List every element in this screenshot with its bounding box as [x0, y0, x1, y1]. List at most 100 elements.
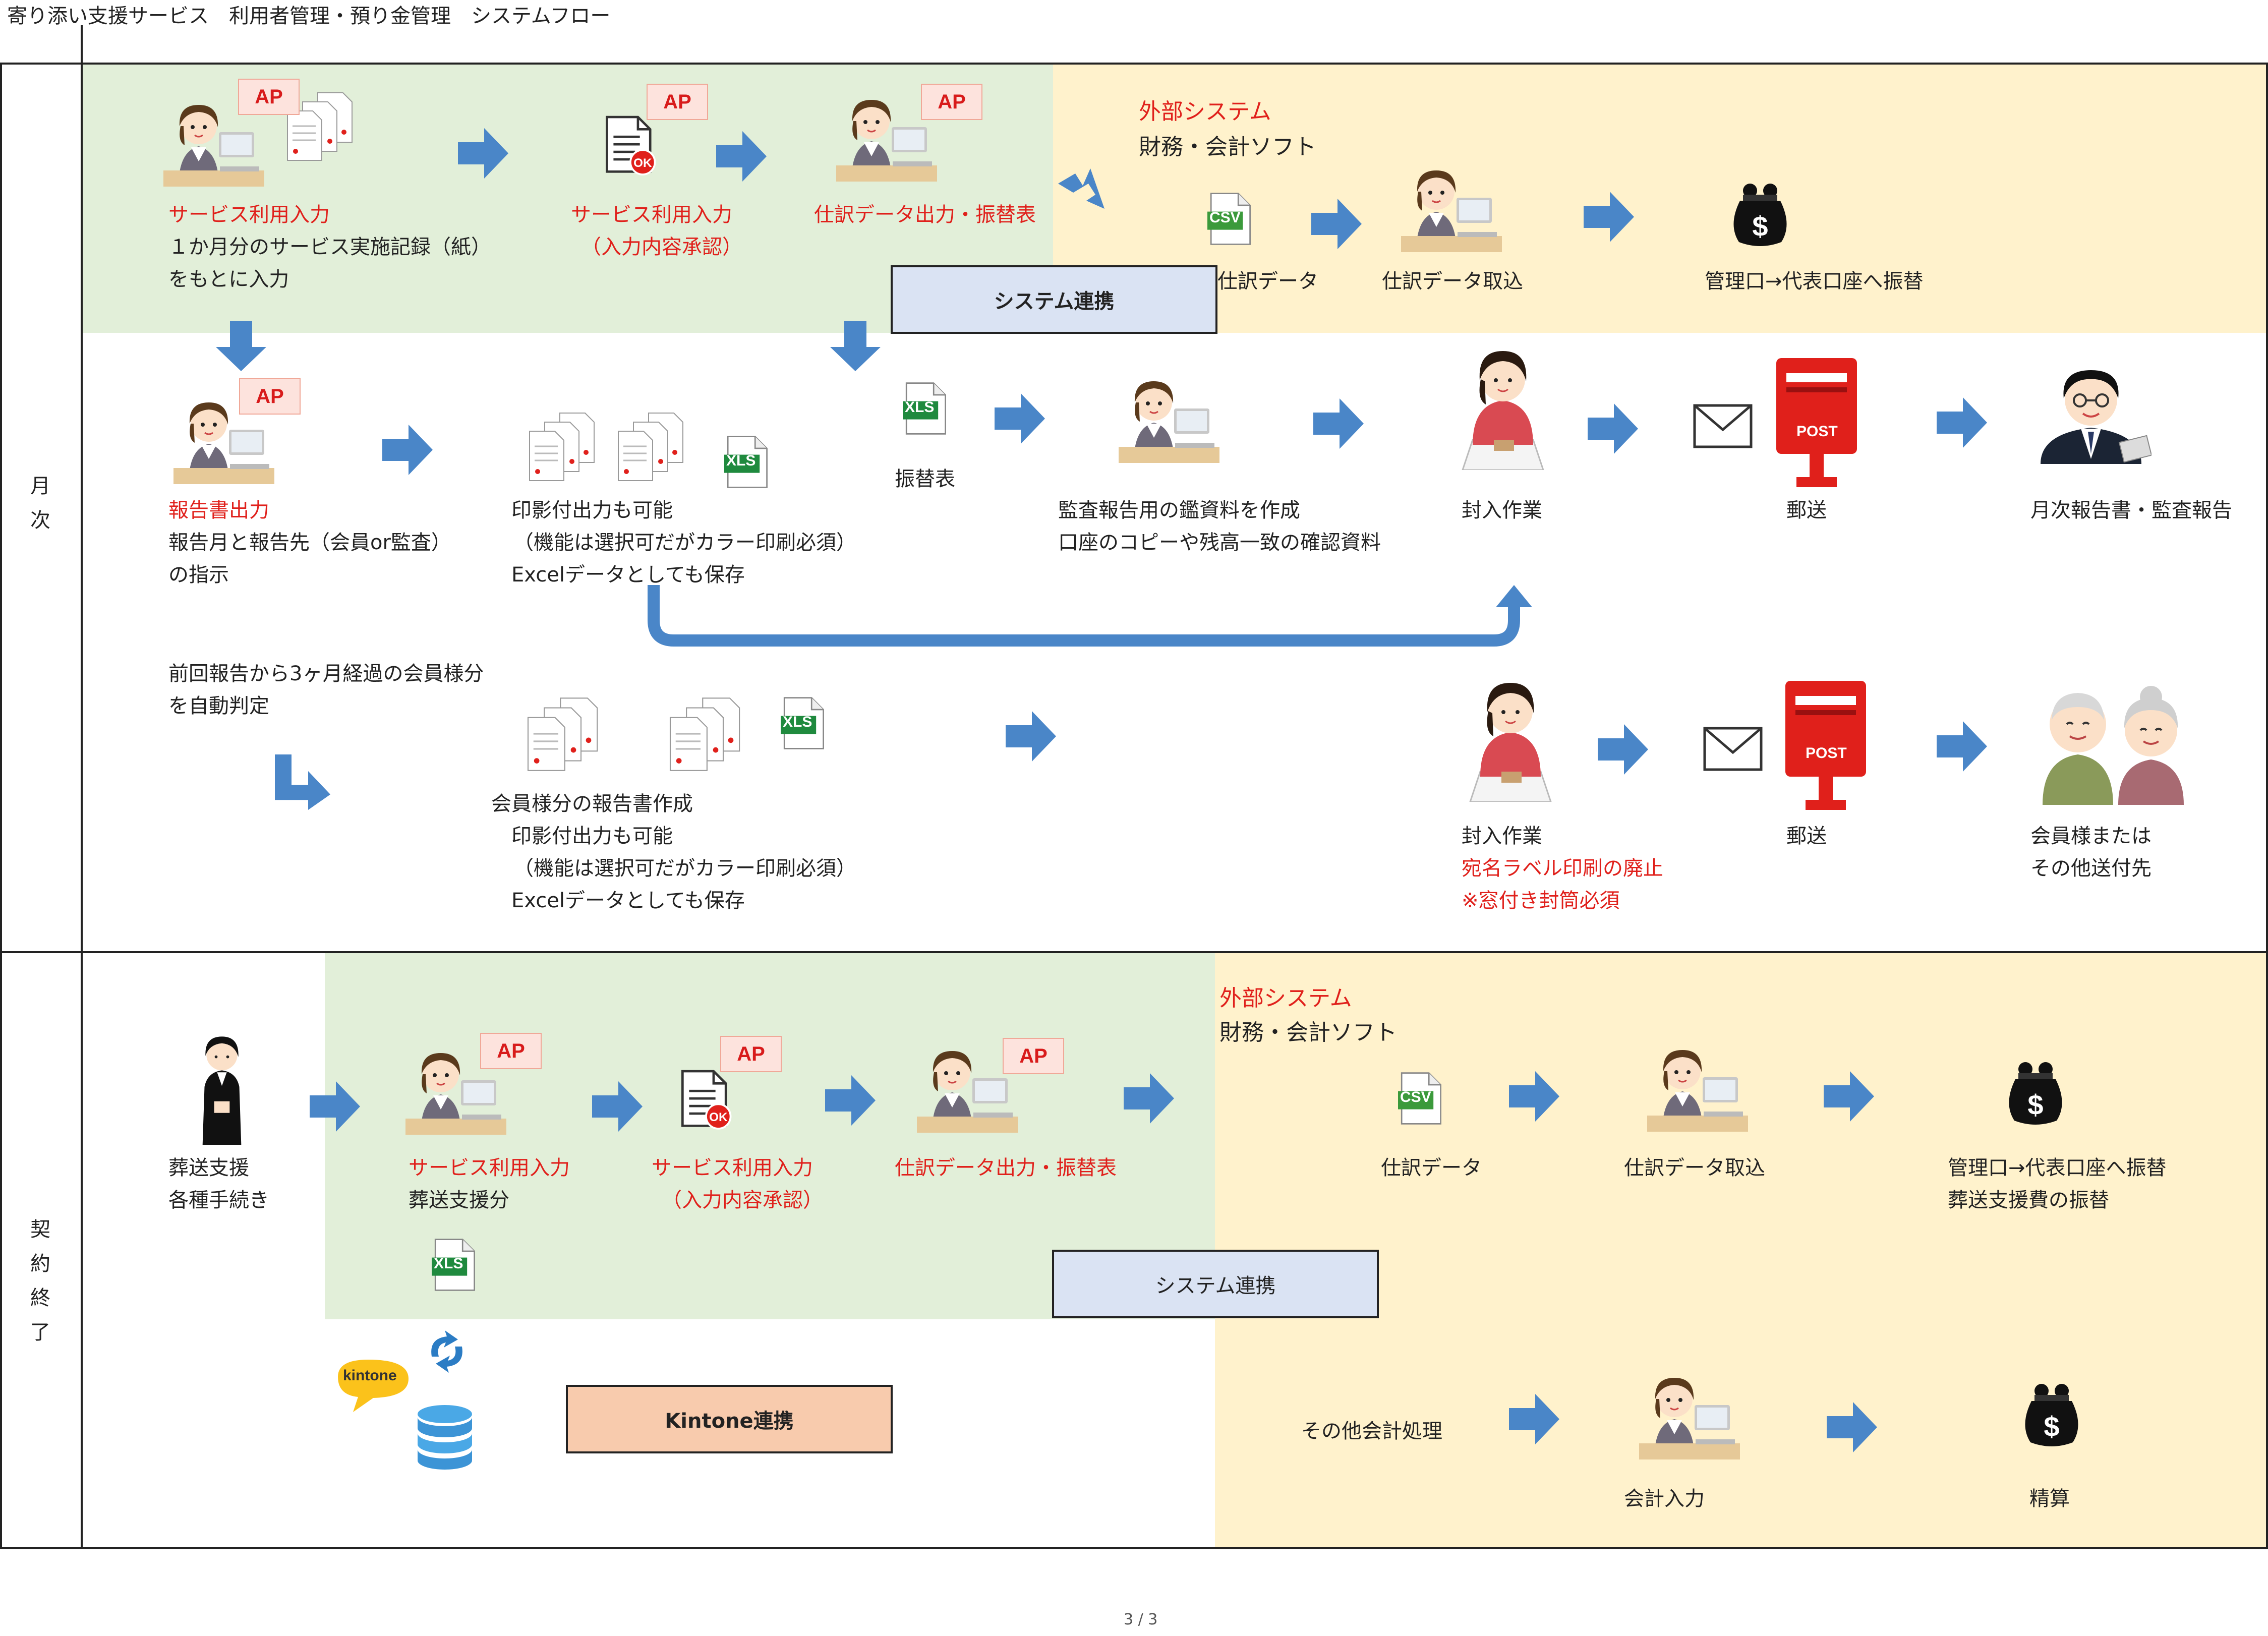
auto-judge-desc: 前回報告から3ヶ月経過の会員様分	[168, 662, 484, 685]
print-desc: Excelデータとしても保存	[511, 563, 745, 587]
flow-arrow-right-icon	[457, 128, 509, 179]
print-desc: 印影付出力も可能	[511, 499, 673, 522]
enclosing-worker-icon	[1458, 671, 1563, 802]
flow-arrow-down-icon	[215, 321, 267, 371]
journal-import-label: 仕訳データ取込	[1382, 270, 1523, 293]
flow-arrow-right-icon	[1823, 1071, 1875, 1122]
flow-arrow-right-icon	[1508, 1394, 1560, 1444]
transfer-sheet-label: 振替表	[895, 468, 955, 491]
worker-icon	[1396, 161, 1507, 252]
enclose-label: 封入作業	[1462, 825, 1542, 848]
document-stack-icon	[658, 696, 759, 772]
flow-arrow-right-icon	[1936, 721, 1988, 772]
money-purse-icon	[2000, 1058, 2071, 1129]
flow-arrow-right-icon	[1587, 403, 1639, 454]
report-output-desc: 報告月と報告先（会員or監査）	[168, 531, 451, 554]
member-report-desc: 印影付出力も可能	[511, 825, 673, 848]
csv-badge: CSV	[1209, 209, 1241, 226]
funeral-support-title: 葬送支援	[168, 1156, 249, 1180]
contract-approval-sub: （入力内容承認）	[662, 1189, 823, 1212]
window-envelope-note: ※窓付き封筒必須	[1462, 889, 1620, 912]
ap-badge: AP	[647, 84, 708, 120]
report-output-title: 報告書出力	[168, 499, 269, 522]
worker-icon	[1114, 372, 1225, 463]
external-system-title: 外部システム	[1139, 99, 1271, 125]
page-number: 3 / 3	[1124, 1611, 1158, 1628]
journal-data-label: 仕訳データ	[1217, 270, 1318, 293]
contract-journal-import: 仕訳データ取込	[1624, 1156, 1765, 1180]
contract-approval-title: サービス利用入力	[652, 1156, 813, 1180]
ap-badge: AP	[921, 84, 982, 120]
flow-arrow-down-icon	[829, 321, 882, 371]
database-icon	[415, 1404, 475, 1470]
section-label-contract-end: 契 約 終 了	[30, 1218, 50, 1344]
flow-arrow-right-icon	[381, 425, 434, 475]
system-link-box: システム連携	[891, 265, 1217, 334]
contract-journal-data: 仕訳データ	[1381, 1156, 1482, 1180]
enclose-label: 封入作業	[1462, 499, 1542, 522]
flow-arrow-right-icon	[1312, 398, 1365, 449]
table-left-border	[0, 63, 2, 1549]
money-purse-icon	[1725, 180, 1795, 250]
approval-document-icon	[602, 115, 659, 177]
table-bottom-border	[0, 1547, 2268, 1549]
flow-arrow-right-icon	[309, 1081, 361, 1132]
section-divider	[0, 951, 2268, 953]
label-column-divider	[81, 25, 83, 1549]
audit-desc: 口座のコピーや残高一致の確認資料	[1058, 531, 1381, 554]
contract-transfer: 管理口→代表口座へ振替	[1948, 1156, 2167, 1180]
transfer-label: 管理口→代表口座へ振替	[1705, 270, 1924, 293]
header-line	[0, 63, 2268, 65]
service-input-desc: をもとに入力	[168, 268, 289, 291]
mail-label: 郵送	[1786, 499, 1827, 522]
settlement-label: 精算	[2029, 1487, 2070, 1510]
flow-arrow-right-icon	[824, 1075, 877, 1126]
flow-arrow-right-icon	[1508, 1071, 1560, 1122]
contract-journal-output: 仕訳データ出力・振替表	[895, 1156, 1117, 1180]
xls-badge: XLS	[726, 452, 756, 469]
envelope-icon	[1703, 726, 1763, 772]
xls-badge: XLS	[783, 714, 812, 730]
external-system-sub: 財務・会計ソフト	[1139, 134, 1316, 160]
contract-system-link-box: システム連携	[1052, 1250, 1379, 1318]
flow-arrow-right-icon	[1936, 397, 1988, 448]
flow-arrow-right-icon	[1597, 724, 1649, 775]
envelope-icon	[1693, 403, 1753, 449]
accounting-input-label: 会計入力	[1624, 1487, 1705, 1510]
mourner-icon	[192, 1029, 252, 1145]
document-stack-icon	[613, 408, 694, 484]
flow-arrow-right-icon	[1826, 1402, 1878, 1452]
xls-badge: XLS	[905, 399, 935, 416]
ap-badge: AP	[720, 1036, 782, 1072]
flow-arrow-right-icon	[994, 393, 1046, 444]
approval-title: サービス利用入力	[571, 203, 732, 226]
approval-sub: （入力内容承認）	[581, 236, 742, 259]
sync-arrows-icon	[422, 1326, 472, 1377]
kintone-badge: kintone	[343, 1367, 397, 1384]
service-input-desc: １か月分のサービス実施記録（紙）	[168, 236, 491, 259]
enclosing-worker-icon	[1452, 339, 1553, 470]
label-abolish-note: 宛名ラベル印刷の廃止	[1462, 857, 1663, 880]
flow-arrow-right-icon	[1123, 1073, 1175, 1124]
flow-arrow-right-icon	[1583, 192, 1635, 242]
print-desc: （機能は選択可だがカラー印刷必須）	[513, 531, 856, 554]
elderly-couple-icon	[2038, 674, 2189, 805]
contract-external-sub: 財務・会計ソフト	[1219, 1020, 1397, 1045]
post-badge: POST	[1806, 745, 1847, 762]
destination-label: 会員様または	[2030, 825, 2151, 848]
contract-service-input-sub: 葬送支援分	[409, 1189, 509, 1212]
flow-arrow-right-icon	[591, 1081, 644, 1132]
kintone-logo: kintone	[333, 1357, 416, 1417]
ap-badge: AP	[238, 79, 300, 115]
funeral-support-sub: 各種手続き	[168, 1189, 269, 1212]
kintone-bubble-icon	[338, 1360, 409, 1412]
flow-arrow-right-icon	[715, 131, 768, 182]
worker-icon	[1642, 1041, 1753, 1132]
businessman-icon	[2030, 363, 2151, 464]
audit-desc: 監査報告用の鑑資料を作成	[1058, 499, 1300, 522]
table-right-border	[2266, 63, 2268, 1549]
contract-external-title: 外部システム	[1219, 985, 1352, 1011]
document-stack-icon	[515, 696, 616, 772]
bent-arrow-icon	[267, 754, 338, 810]
approval-document-icon	[678, 1069, 734, 1131]
